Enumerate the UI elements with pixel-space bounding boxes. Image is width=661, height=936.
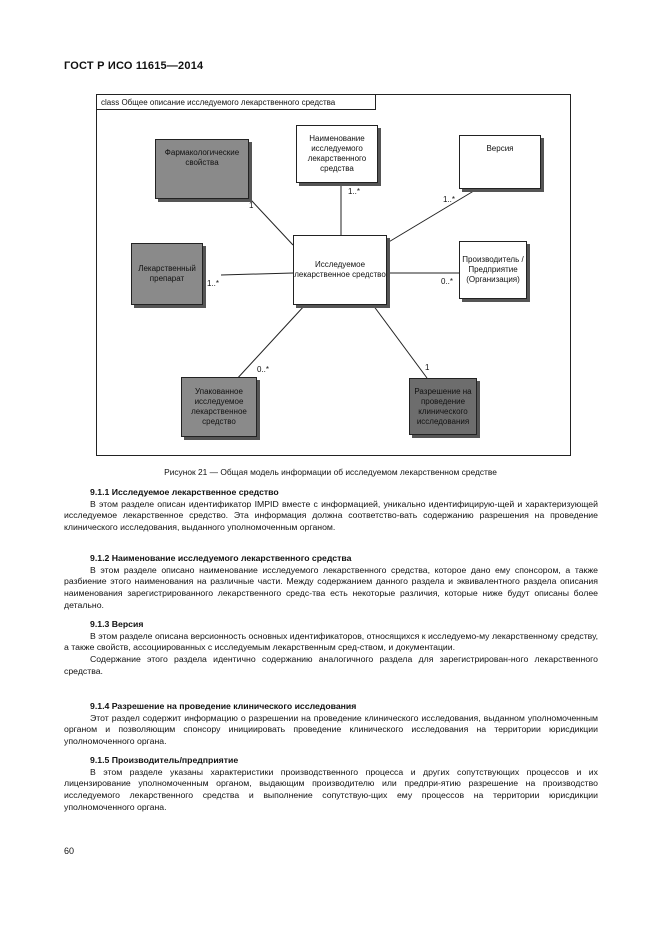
- mult-drug: 1..*: [207, 279, 220, 288]
- page-number: 60: [64, 846, 75, 856]
- frame-label: class Общее описание исследуемого лекарс…: [101, 98, 336, 107]
- package-class-box: Упакованное исследуемое лекарственное ср…: [181, 377, 257, 437]
- section-9-1-4: 9.1.4 Разрешение на проведение клиническ…: [64, 701, 598, 748]
- drug-class-box: Лекарственный препарат: [131, 243, 203, 305]
- version-class-box: Версия: [459, 135, 541, 189]
- paragraph: Содержание этого раздела идентично содер…: [64, 654, 598, 676]
- section-heading: 9.1.4 Разрешение на проведение клиническ…: [90, 701, 357, 711]
- document-header: ГОСТ Р ИСО 11615—2014: [64, 60, 204, 72]
- section-9-1-1: 9.1.1 Исследуемое лекарственное средство…: [64, 487, 598, 534]
- section-9-1-3: 9.1.3 Версия В этом разделе описана верс…: [64, 619, 598, 678]
- figure-caption: Рисунок 21 — Общая модель информации об …: [164, 467, 497, 477]
- connector-package: [234, 304, 306, 382]
- pharm-class-box: Фармакологические свойства: [155, 139, 249, 199]
- section-9-1-5: 9.1.5 Производитель/предприятие В этом р…: [64, 755, 598, 814]
- uml-class-diagram: class Общее описание исследуемого лекарс…: [96, 94, 571, 456]
- section-heading: 9.1.5 Производитель/предприятие: [90, 755, 239, 765]
- name-class-box: Наименование исследуемого лекарственного…: [296, 125, 378, 183]
- paragraph: В этом разделе описан идентификатор IMPI…: [64, 498, 598, 533]
- paragraph: В этом разделе описано наименование иссл…: [64, 564, 598, 610]
- diagram-connectors: [220, 183, 478, 382]
- mult-manuf: 0..*: [441, 277, 454, 286]
- mult-version: 1..*: [443, 195, 456, 204]
- paragraph: В этом разделе описана версионность осно…: [64, 630, 598, 653]
- manuf-class-box: Производитель /Предприятие (Организация): [459, 241, 527, 299]
- mult-package: 0..*: [257, 365, 270, 374]
- paragraph: Этот раздел содержит информацию о разреш…: [64, 712, 598, 747]
- paragraph: В этом разделе указаны характеристики пр…: [64, 766, 598, 812]
- auth-class-box: Разрешение на проведение клинического ис…: [409, 378, 477, 435]
- center-class-box: Исследуемое лекарственное средство: [293, 235, 387, 305]
- connector-version: [386, 188, 478, 244]
- section-heading: 9.1.2 Наименование исследуемого лекарств…: [90, 553, 352, 563]
- connector-pharm: [250, 199, 294, 246]
- section-heading: 9.1.1 Исследуемое лекарственное средство: [90, 487, 279, 497]
- section-9-1-2: 9.1.2 Наименование исследуемого лекарств…: [64, 553, 598, 612]
- connector-auth: [372, 304, 428, 379]
- connector-drug: [220, 272, 294, 276]
- mult-name: 1..*: [348, 187, 361, 196]
- section-heading: 9.1.3 Версия: [90, 619, 144, 629]
- mult-auth: 1: [425, 363, 430, 372]
- frame-tab: [97, 95, 376, 110]
- mult-pharm: 1: [249, 201, 254, 210]
